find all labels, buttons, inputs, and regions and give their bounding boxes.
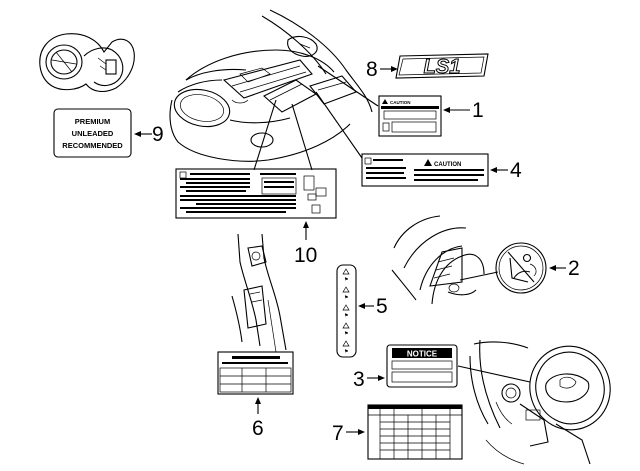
label-bar: [180, 178, 250, 180]
caution-label-large: [361, 153, 489, 187]
svg-text:⚑: ⚑: [344, 313, 348, 319]
callout-4: 4: [510, 159, 522, 182]
label-box: [219, 367, 292, 393]
label-bar: [186, 211, 286, 213]
label-bar: [196, 203, 296, 205]
callout-10: 10: [294, 244, 317, 267]
svg-text:⚑: ⚑: [344, 331, 348, 337]
leader-arrow-6: [255, 397, 261, 414]
label-box: [261, 177, 297, 195]
premium-line-2: UNLEADED: [72, 129, 114, 138]
callout-3: 3: [353, 368, 365, 391]
label-bar: [190, 173, 250, 175]
leader-arrow-8: [380, 66, 398, 72]
leader-line-car-4: [315, 91, 363, 159]
label-bar: [366, 172, 404, 174]
label-box: [364, 157, 372, 165]
car-front-illustration: [169, 9, 373, 162]
caution-large-text: CAUTION: [434, 162, 461, 168]
label-box: [311, 204, 321, 214]
ls1-emblem: LS1: [395, 53, 489, 79]
label-bar: [414, 179, 478, 181]
leader-arrow-9: [134, 131, 152, 137]
notice-header: [392, 348, 452, 358]
svg-text:⚑: ⚑: [344, 295, 348, 301]
vertical-decal-strip: [336, 264, 357, 358]
notice-label: [386, 344, 458, 388]
label-bar: [186, 182, 250, 184]
dashboard-illustration: [469, 339, 611, 465]
label-bar: [260, 173, 296, 175]
label-bar: [414, 174, 484, 176]
label-bar: [373, 159, 403, 161]
leader-line-car-1: [317, 65, 379, 107]
label-box: [179, 171, 187, 179]
leader-arrow-4: [490, 167, 508, 173]
callout-7: 7: [332, 422, 344, 445]
label-bar: [180, 186, 250, 188]
label-box: [307, 193, 317, 201]
fuel-door-icon: [39, 33, 135, 93]
callout-2: 2: [568, 257, 580, 280]
leader-arrow-5: [358, 303, 374, 309]
label-bar: [414, 169, 484, 171]
label-bar: [366, 167, 406, 169]
premium-fuel-label: [53, 108, 132, 158]
caution-small-text: CAUTION: [390, 100, 411, 105]
callout-5: 5: [376, 295, 388, 318]
warning-triangle-icon: [382, 99, 388, 104]
label-box: [315, 187, 327, 197]
caution-label-small: [378, 95, 442, 137]
notice-text: NOTICE: [407, 350, 438, 359]
label-bar: [264, 181, 294, 183]
callout-1: 1: [472, 99, 484, 122]
label-box: [391, 121, 437, 133]
label-bar: [381, 106, 439, 109]
label-bar: [264, 186, 294, 188]
warning-triangle-icon: [424, 159, 432, 166]
label-bar: [186, 190, 246, 192]
label-bar: [232, 356, 280, 359]
leader-arrow-2: [549, 265, 566, 271]
label-bar: [180, 207, 296, 209]
spec-table-label: [367, 404, 463, 460]
leader-arrow-7: [346, 429, 365, 435]
leader-arrow-10: [303, 221, 309, 240]
svg-text:⚑: ⚑: [344, 277, 348, 283]
label-box: [303, 175, 315, 191]
label-bar: [180, 195, 296, 197]
label-bar: [222, 362, 288, 364]
leader-line-notice-dash: [457, 365, 531, 383]
callout-8: 8: [366, 58, 378, 81]
label-bar: [180, 199, 296, 201]
label-bar: [366, 177, 406, 179]
leader-arrow-1: [443, 107, 470, 113]
leader-line-seat-2: [459, 271, 499, 281]
label-box: [383, 110, 437, 120]
door-jamb-illustration: [231, 233, 287, 353]
label-box: [391, 360, 453, 370]
premium-line-3: RECOMMENDED: [62, 141, 123, 150]
label-box: [391, 371, 453, 383]
vehicle-info-label: [175, 168, 337, 219]
premium-line-1: PREMIUM: [75, 117, 110, 126]
leader-line-car-10b: [291, 103, 313, 171]
seat-area-illustration: [391, 215, 499, 305]
callout-9: 9: [152, 123, 164, 146]
svg-text:LS1: LS1: [424, 56, 461, 78]
leader-arrow-3: [367, 375, 385, 381]
leader-line-car-10a: [253, 99, 277, 171]
airbag-seat-icon: [495, 242, 547, 294]
label-box: [382, 122, 390, 132]
callout-6: 6: [252, 417, 264, 440]
svg-text:⚑: ⚑: [344, 349, 348, 355]
strip-symbols: ⚑ ⚑ ⚑ ⚑ ⚑: [342, 268, 350, 355]
tire-info-label: [217, 351, 294, 395]
